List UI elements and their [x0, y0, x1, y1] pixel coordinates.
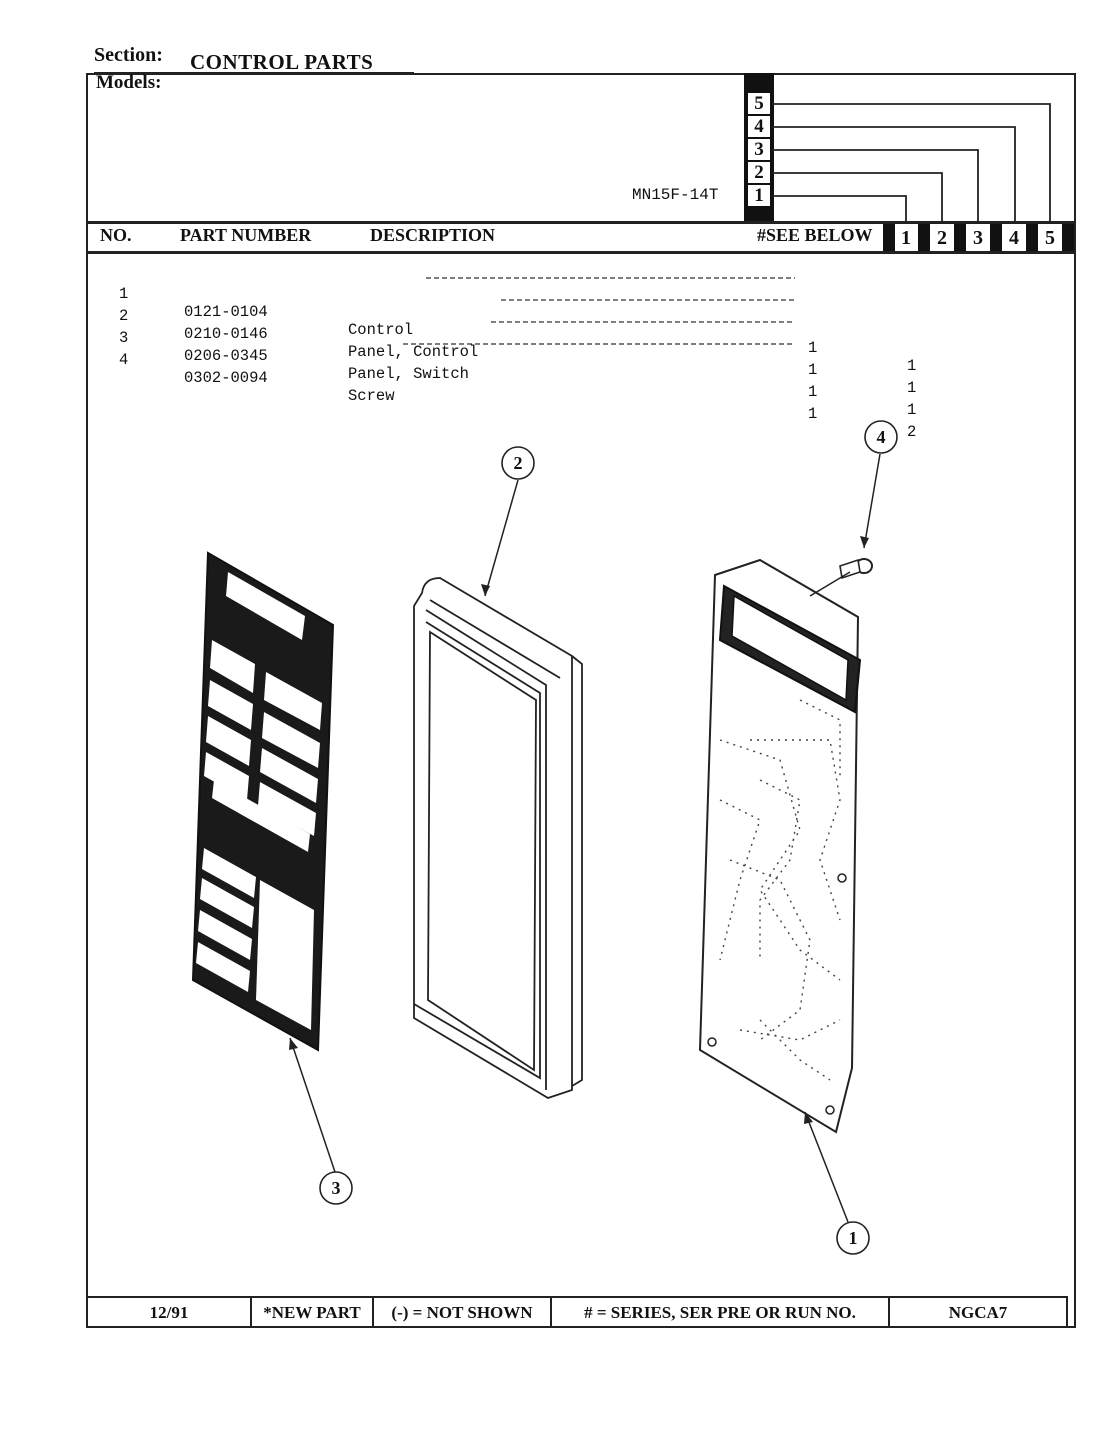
row-quantity: 1: [907, 357, 917, 375]
table-row: 2 0210-0146 Panel, Control 1 1: [0, 289, 916, 397]
row-dash-leaders: [403, 277, 795, 345]
row-see-below: 1: [808, 405, 818, 423]
row-no: 3: [119, 329, 129, 347]
row-no: 1: [119, 285, 129, 303]
callout-arrowheads: [289, 536, 869, 1124]
column-header-description: DESCRIPTION: [370, 225, 496, 245]
callout-circle-4: [864, 420, 898, 454]
row-no: 2: [119, 307, 129, 325]
column-separator: [990, 224, 1002, 251]
model-column-1: 1: [895, 226, 917, 249]
model-number-5: 5: [748, 93, 770, 114]
section-underline: [94, 72, 414, 73]
callout-label-2: 2: [514, 453, 523, 473]
table-row: 3 0206-0345 Panel, Switch 1 1: [0, 311, 916, 419]
callout-circle-2: [501, 446, 535, 480]
row-description: Panel, Switch: [348, 365, 469, 383]
model-leader-lines: [772, 103, 1051, 223]
row-description: Screw: [348, 387, 395, 405]
callout-circle-3: [319, 1171, 353, 1205]
column-separator: [883, 224, 895, 251]
screw-drawing: [839, 558, 873, 580]
row-see-below: 1: [808, 339, 818, 357]
column-separator: [918, 224, 930, 251]
model-column-2: 2: [931, 226, 953, 249]
footer-bar: [86, 1296, 1068, 1328]
row-no: 4: [119, 351, 129, 369]
model-name: MN15F-14T: [632, 186, 719, 204]
row-description: Control: [348, 321, 414, 339]
table-header-top-rule: [88, 221, 1074, 224]
model-column-3: 3: [967, 226, 989, 249]
table-header-bottom-rule: [88, 251, 1074, 254]
model-column-4: 4: [1003, 226, 1025, 249]
row-see-below: 1: [808, 383, 818, 401]
model-column-5: 5: [1039, 226, 1061, 249]
control-board-drawing: [698, 558, 862, 1134]
column-header-part-number: PART NUMBER: [180, 225, 312, 245]
row-quantity: 1: [907, 401, 917, 419]
model-number-2: 2: [748, 162, 770, 183]
footer-code: NGCA7: [948, 1303, 1008, 1322]
row-part-number: 0302-0094: [184, 369, 268, 387]
row-part-number: 0210-0146: [184, 325, 268, 343]
column-separator: [1062, 224, 1074, 251]
callout-leaders: [289, 453, 881, 1223]
section-label: Section:: [94, 44, 163, 66]
row-see-below: 1: [808, 361, 818, 379]
callout-circle-1: [836, 1221, 870, 1255]
model-number-4: 4: [748, 116, 770, 137]
model-number-3: 3: [748, 139, 770, 160]
models-label: Models:: [96, 72, 162, 93]
callout-label-1: 1: [849, 1228, 858, 1248]
column-separator: [1026, 224, 1038, 251]
table-row: 1 0121-0104 Control 1 1: [0, 267, 916, 375]
column-separator: [954, 224, 966, 251]
table-row: 4 0302-0094 Screw 1 2: [0, 333, 916, 441]
column-header-see-below: #SEE BELOW: [757, 225, 873, 245]
callout-label-3: 3: [332, 1178, 341, 1198]
section-title: CONTROL PARTS: [190, 50, 374, 74]
row-part-number: 0121-0104: [184, 303, 268, 321]
footer-series-note: # = SERIES, SER PRE OR RUN NO.: [552, 1298, 890, 1328]
model-number-1: 1: [748, 185, 770, 206]
row-quantity: 1: [907, 379, 917, 397]
row-quantity: 2: [907, 423, 917, 441]
footer-new-part: *NEW PART: [252, 1298, 374, 1328]
footer-date: 12/91: [88, 1298, 252, 1328]
control-panel-drawing: [413, 577, 583, 1099]
column-header-no: NO.: [100, 225, 132, 245]
switch-panel-drawing: [191, 551, 335, 1052]
footer-not-shown: (-) = NOT SHOWN: [374, 1298, 552, 1328]
callout-label-4: 4: [877, 427, 886, 447]
row-description: Panel, Control: [348, 343, 479, 361]
row-part-number: 0206-0345: [184, 347, 268, 365]
